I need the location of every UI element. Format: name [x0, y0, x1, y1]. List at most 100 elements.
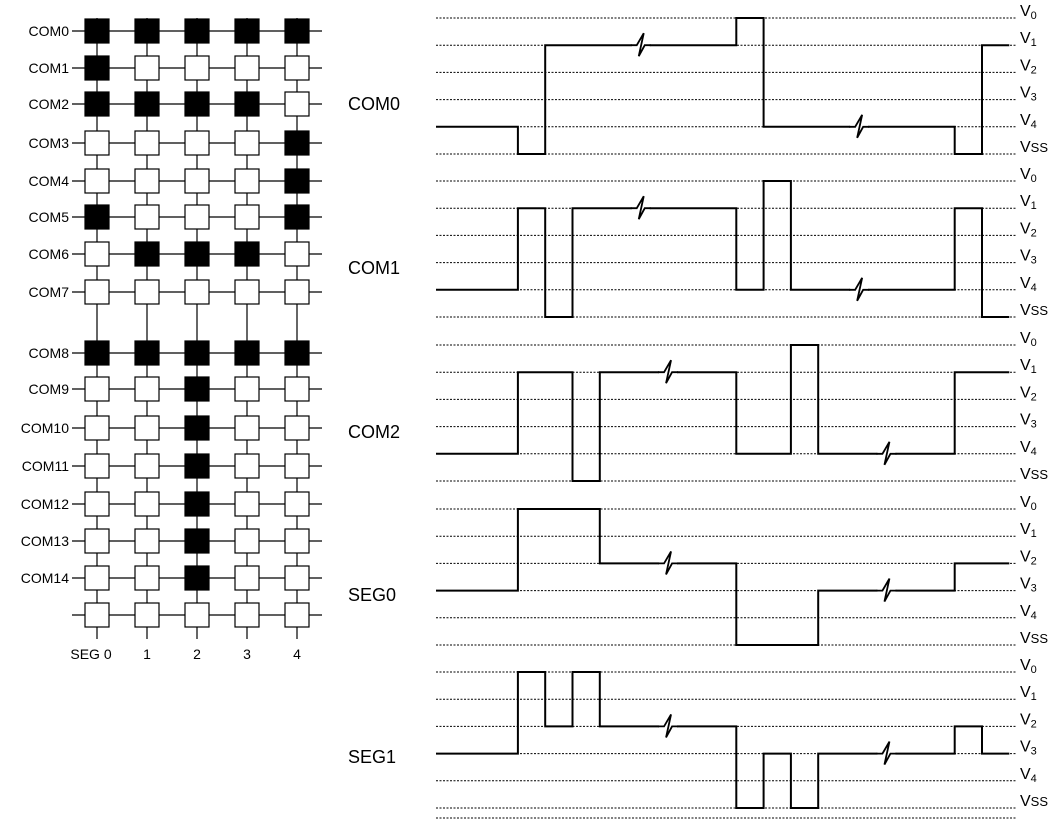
voltage-level-label: V3 [1020, 412, 1037, 431]
pixel-on [184, 91, 210, 117]
voltage-level-label: V1 [1020, 357, 1037, 376]
voltage-level-label: V3 [1020, 739, 1037, 758]
seg-column-label: SEG 0 [70, 646, 111, 662]
pixel-on [184, 415, 210, 441]
pixel-off [284, 528, 310, 554]
break-marker [658, 713, 679, 738]
voltage-level-label: V0 [1020, 330, 1037, 349]
channel-label: COM0 [348, 94, 400, 114]
voltage-level-label: V0 [1020, 166, 1037, 185]
waveform-trace [436, 508, 1010, 646]
pixel-off [84, 528, 110, 554]
pixel-on [134, 340, 160, 366]
pixel-off [134, 453, 160, 479]
voltage-level-label: VSS [1020, 793, 1048, 810]
pixel-off [134, 565, 160, 591]
pixel-on [184, 491, 210, 517]
com-row-label: COM12 [21, 496, 69, 512]
pixel-on [284, 18, 310, 44]
channel-label: COM2 [348, 422, 400, 442]
com-row-label: COM9 [29, 381, 70, 397]
break-marker [630, 32, 651, 57]
pixel-off [84, 130, 110, 156]
break-marker [849, 277, 870, 302]
voltage-level-label: V1 [1020, 193, 1037, 212]
pixel-off [184, 204, 210, 230]
voltage-level-label: V2 [1020, 220, 1037, 239]
break-marker [658, 359, 679, 384]
pixel-off [84, 415, 110, 441]
pixel-off [234, 565, 260, 591]
voltage-level-label: V4 [1020, 275, 1037, 294]
voltage-level-label: V1 [1020, 30, 1037, 49]
channel-label: SEG0 [348, 585, 396, 605]
pixel-off [234, 415, 260, 441]
com-row-label: COM2 [29, 96, 70, 112]
pixel-off [284, 491, 310, 517]
pixel-off [134, 55, 160, 81]
pixel-off [184, 168, 210, 194]
com-row-label: COM7 [29, 284, 70, 300]
waveform-trace [436, 344, 1010, 482]
pixel-off [284, 241, 310, 267]
seg-column-label: 2 [193, 646, 201, 662]
pixel-off [284, 91, 310, 117]
break-marker [630, 195, 651, 220]
voltage-level-label: V2 [1020, 384, 1037, 403]
waveform-trace [436, 180, 1010, 318]
pixel-off [284, 602, 310, 628]
com-row-label: COM6 [29, 246, 70, 262]
voltage-level-label: V4 [1020, 439, 1037, 458]
pixel-off [134, 376, 160, 402]
waveform-trace [436, 671, 1010, 809]
seg-column-label: 1 [143, 646, 151, 662]
pixel-off [134, 528, 160, 554]
pixel-on [284, 340, 310, 366]
pixel-on [184, 241, 210, 267]
waveform-trace [436, 17, 1010, 155]
voltage-level-label: V3 [1020, 576, 1037, 595]
com-row-label: COM11 [22, 458, 69, 474]
pixel-off [234, 528, 260, 554]
com-row-label: COM1 [29, 60, 70, 76]
pixel-off [234, 453, 260, 479]
voltage-level-label: V4 [1020, 766, 1037, 785]
com-row-label: COM5 [29, 209, 70, 225]
pixel-off [184, 130, 210, 156]
pixel-off [84, 279, 110, 305]
voltage-level-label: V1 [1020, 684, 1037, 703]
voltage-level-label: VSS [1020, 630, 1048, 647]
voltage-level-label: VSS [1020, 139, 1048, 156]
pixel-off [134, 491, 160, 517]
pixel-on [284, 130, 310, 156]
voltage-level-label: V2 [1020, 57, 1037, 76]
pixel-on [284, 204, 310, 230]
voltage-level-label: V3 [1020, 85, 1037, 104]
pixel-off [84, 491, 110, 517]
pixel-on [184, 376, 210, 402]
waveform-diagram: V0V1V2V3V4VSSV0V1V2V3V4VSSV0V1V2V3V4VSSV… [348, 3, 1048, 819]
pixel-off [284, 453, 310, 479]
break-marker [658, 550, 679, 575]
pixel-off [234, 55, 260, 81]
channel-label: SEG1 [348, 747, 396, 767]
pixel-on [84, 91, 110, 117]
pixel-on [84, 55, 110, 81]
com-row-label: COM10 [21, 420, 69, 436]
channel-label: COM1 [348, 258, 400, 278]
pixel-off [134, 415, 160, 441]
pixel-off [234, 168, 260, 194]
pixel-on [234, 241, 260, 267]
voltage-level-label: VSS [1020, 302, 1048, 319]
pixel-off [184, 602, 210, 628]
voltage-level-label: V4 [1020, 112, 1037, 131]
pixel-off [84, 376, 110, 402]
pixel-on [134, 241, 160, 267]
com-row-label: COM14 [21, 570, 69, 586]
break-marker [849, 114, 870, 139]
pixel-off [284, 376, 310, 402]
com-row-label: COM4 [29, 173, 70, 189]
pixel-off [234, 204, 260, 230]
pixel-off [284, 565, 310, 591]
